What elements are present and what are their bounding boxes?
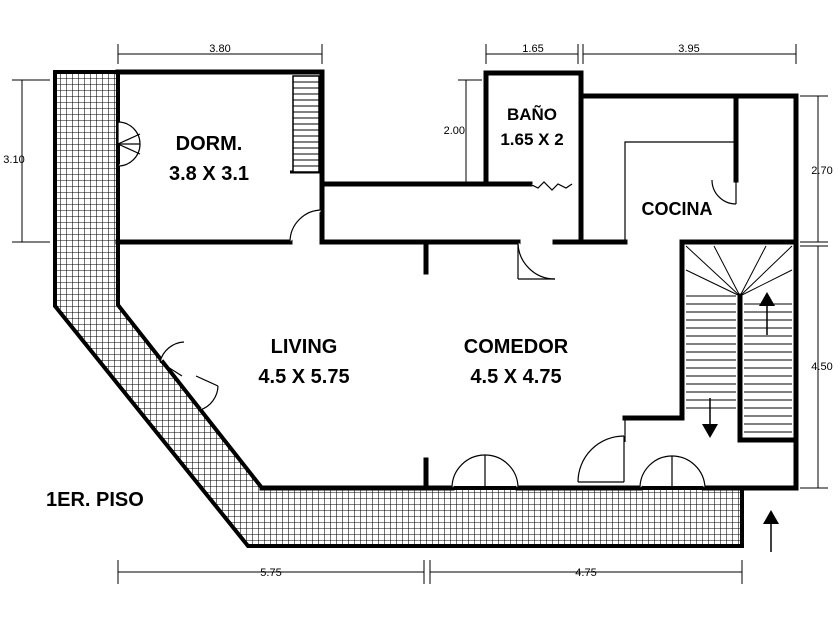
room-name-living: LIVING	[271, 336, 338, 358]
dorm-closet	[292, 75, 320, 173]
room-size-bano: 1.65 X 2	[500, 130, 563, 149]
staircase	[685, 245, 793, 438]
room-name-dorm: DORM.	[176, 133, 243, 155]
dim-top-bano: 1.65	[522, 43, 543, 55]
dim-right-stair: 4.50	[811, 361, 832, 373]
dim-bottom-living: 5.75	[260, 567, 281, 579]
room-name-cocina: COCINA	[642, 199, 713, 219]
room-name-comedor: COMEDOR	[464, 336, 569, 358]
dim-bano-height: 2.00	[444, 125, 465, 137]
inner-lines	[624, 95, 736, 442]
dimension-lines	[12, 44, 828, 584]
arrow-down-icon	[702, 424, 718, 438]
floor-label: 1ER. PISO	[46, 489, 144, 511]
room-size-comedor: 4.5 X 4.75	[470, 366, 561, 388]
stair-arrows	[702, 292, 779, 552]
arrow-up-icon	[759, 292, 775, 306]
room-size-dorm: 3.8 X 3.1	[169, 163, 249, 185]
dim-bottom-comedor: 4.75	[575, 567, 596, 579]
walls	[115, 69, 799, 491]
doors	[117, 121, 737, 489]
dim-top-dorm: 3.80	[209, 43, 230, 55]
entry-arrow-icon	[763, 510, 779, 524]
dim-left-dorm: 3.10	[3, 154, 24, 166]
terrace-band	[53, 70, 744, 548]
dim-right-cocina: 2.70	[811, 165, 832, 177]
room-size-living: 4.5 X 5.75	[258, 366, 349, 388]
room-name-bano: BAÑO	[507, 104, 557, 124]
dim-top-cocina: 3.95	[678, 43, 699, 55]
